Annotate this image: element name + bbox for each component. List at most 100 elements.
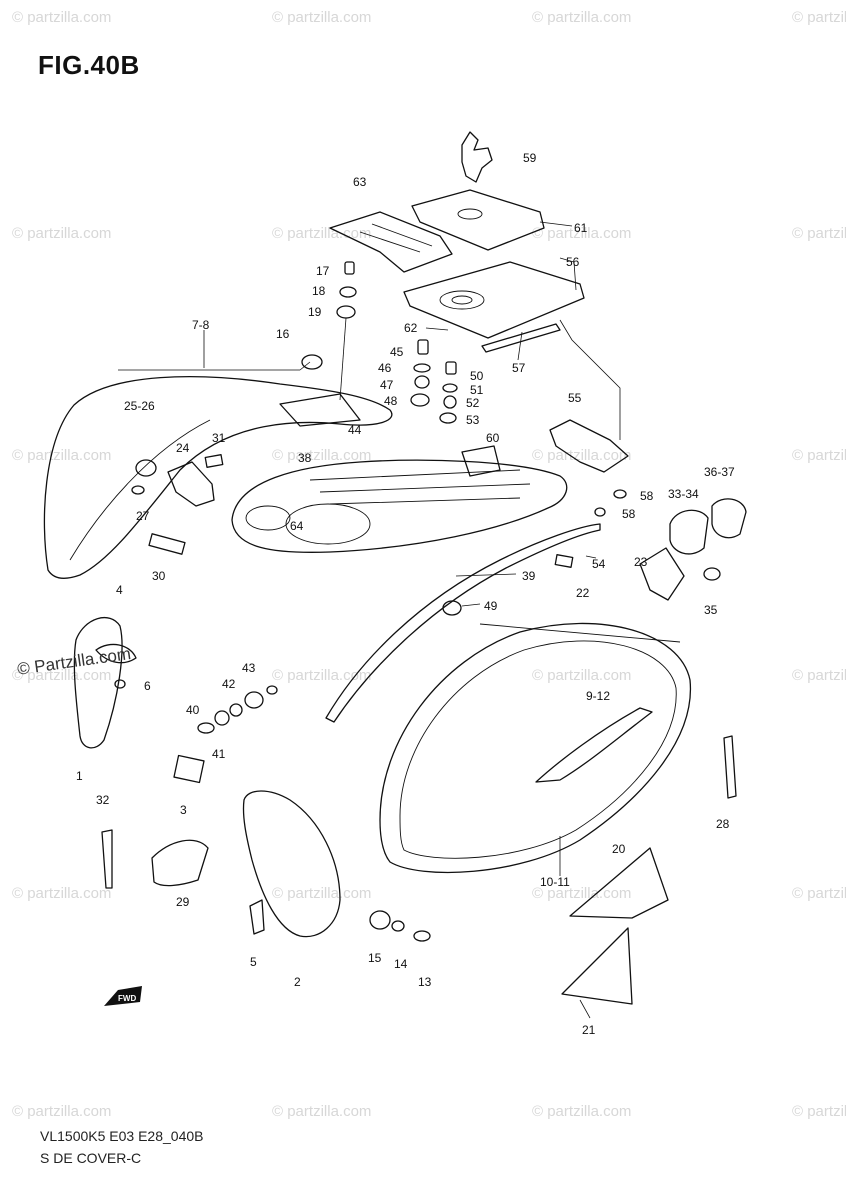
callout-label: 61 [574, 221, 588, 235]
part-57-strip [481, 323, 561, 353]
part-17-19-bolts [336, 261, 357, 401]
part-2-lower-cover [242, 790, 341, 938]
callout-label: 18 [312, 284, 326, 298]
watermark-tile: © partzilla.com [792, 9, 846, 26]
part-9-12-side-cover [379, 622, 692, 874]
callout-label: 17 [316, 264, 330, 278]
part-5-clip [249, 899, 265, 935]
exploded-parts: FWD [43, 131, 747, 1019]
callout-label: 52 [466, 396, 480, 410]
callout-label: 62 [404, 321, 418, 335]
callout-label: 51 [470, 383, 484, 397]
watermark-tile: © partzilla.com [12, 447, 111, 464]
callout-label: 9-12 [586, 689, 610, 703]
callout-label: 6 [144, 679, 151, 693]
callout-label: 53 [466, 413, 480, 427]
callout-label: 48 [384, 394, 398, 408]
watermark-tile: © partzilla.com [12, 885, 111, 902]
watermark-layer: © partzilla.com © partzilla.com © partzill… [12, 9, 846, 1120]
callout-label: 3 [180, 803, 187, 817]
callout-label: 10-11 [540, 875, 570, 889]
part-30-pad [148, 533, 186, 555]
callout-label: 32 [96, 793, 110, 807]
part-54-pad [554, 554, 574, 568]
section-name: S DE COVER-C [40, 1150, 142, 1166]
watermark-tile: © partzilla.com [792, 447, 846, 464]
callout-label: 35 [704, 603, 718, 617]
watermark-tile: © partzilla.com [792, 667, 846, 684]
part-20-sheet [569, 847, 669, 919]
callout-label: 60 [486, 431, 500, 445]
callout-label: 56 [566, 255, 580, 269]
callout-label: 20 [612, 842, 626, 856]
watermark-tile: © partzilla.com [532, 667, 631, 684]
callout-label: 55 [568, 391, 582, 405]
callout-label: 54 [592, 557, 606, 571]
callout-label: 58 [622, 507, 636, 521]
callout-label: 23 [634, 555, 648, 569]
callout-label: 24 [176, 441, 190, 455]
callout-label: 38 [298, 451, 312, 465]
callout-label: 39 [522, 569, 536, 583]
part-56-pad [403, 261, 585, 339]
part-4-clip [95, 643, 137, 664]
callout-label: 30 [152, 569, 166, 583]
part-33-34-cap [669, 509, 709, 555]
part-3-pad [173, 754, 205, 784]
part-49-grommet [442, 600, 462, 616]
part-25-26-grommet [135, 459, 157, 477]
callout-label: 22 [576, 586, 590, 600]
callout-label: 64 [290, 519, 304, 533]
part-40-43-fasteners [197, 685, 278, 734]
callout-label: 44 [348, 423, 362, 437]
callout-label: 28 [716, 817, 730, 831]
part-24-bracket [167, 461, 215, 507]
part-23-bracket [639, 547, 685, 601]
watermark-tile: © partzilla.com [272, 667, 371, 684]
callout-label: 27 [136, 509, 150, 523]
callout-label: 4 [116, 583, 123, 597]
part-61-pad [411, 189, 545, 251]
callout-label: 1 [76, 769, 83, 783]
callout-label: 13 [418, 975, 432, 989]
callout-label: 41 [212, 747, 226, 761]
model-code: VL1500K5 E03 E28_040B [40, 1128, 204, 1144]
callout-label: 46 [378, 361, 392, 375]
watermark-tile: © partzilla.com [792, 225, 846, 242]
fwd-label: FWD [118, 994, 136, 1003]
part-6-screw [114, 679, 126, 689]
fwd-arrow-icon [104, 986, 142, 1006]
callout-label: 25-26 [124, 399, 155, 413]
callout-label: 36-37 [704, 465, 735, 479]
callout-label: 21 [582, 1023, 596, 1037]
part-59-bracket [461, 131, 493, 183]
figure-title: FIG.40B [38, 50, 140, 80]
watermark-tile: © partzilla.com [272, 885, 371, 902]
callout-label: 50 [470, 369, 484, 383]
part-39-trim [325, 523, 601, 723]
watermark-tile: © partzilla.com [792, 1103, 846, 1120]
part-36-37-cap [711, 498, 747, 539]
callout-label: 57 [512, 361, 526, 375]
callout-label: 2 [294, 975, 301, 989]
watermark-tile: © partzilla.com [792, 885, 846, 902]
part-13-15-fasteners [369, 910, 431, 942]
callout-label: 42 [222, 677, 236, 691]
callout-label: 47 [380, 378, 394, 392]
watermark-tile: © partzilla.com [272, 1103, 371, 1120]
watermark-tile: © partzilla.com [12, 1103, 111, 1120]
watermark-tile: © partzilla.com [12, 667, 111, 684]
watermark-tile: © partzilla.com [12, 225, 111, 242]
callout-label: 49 [484, 599, 498, 613]
part-29-sheet [151, 839, 209, 887]
watermark-tile: © partzilla.com [532, 447, 631, 464]
part-55-bracket [549, 419, 629, 473]
watermark-tile: © partzilla.com [12, 9, 111, 26]
callout-label: 7-8 [192, 318, 210, 332]
watermark-tile: © partzilla.com [272, 9, 371, 26]
watermark-tile: © partzilla.com [532, 885, 631, 902]
part-1-cover [73, 616, 123, 749]
callout-label: 63 [353, 175, 367, 189]
part-63-pad [329, 211, 453, 273]
